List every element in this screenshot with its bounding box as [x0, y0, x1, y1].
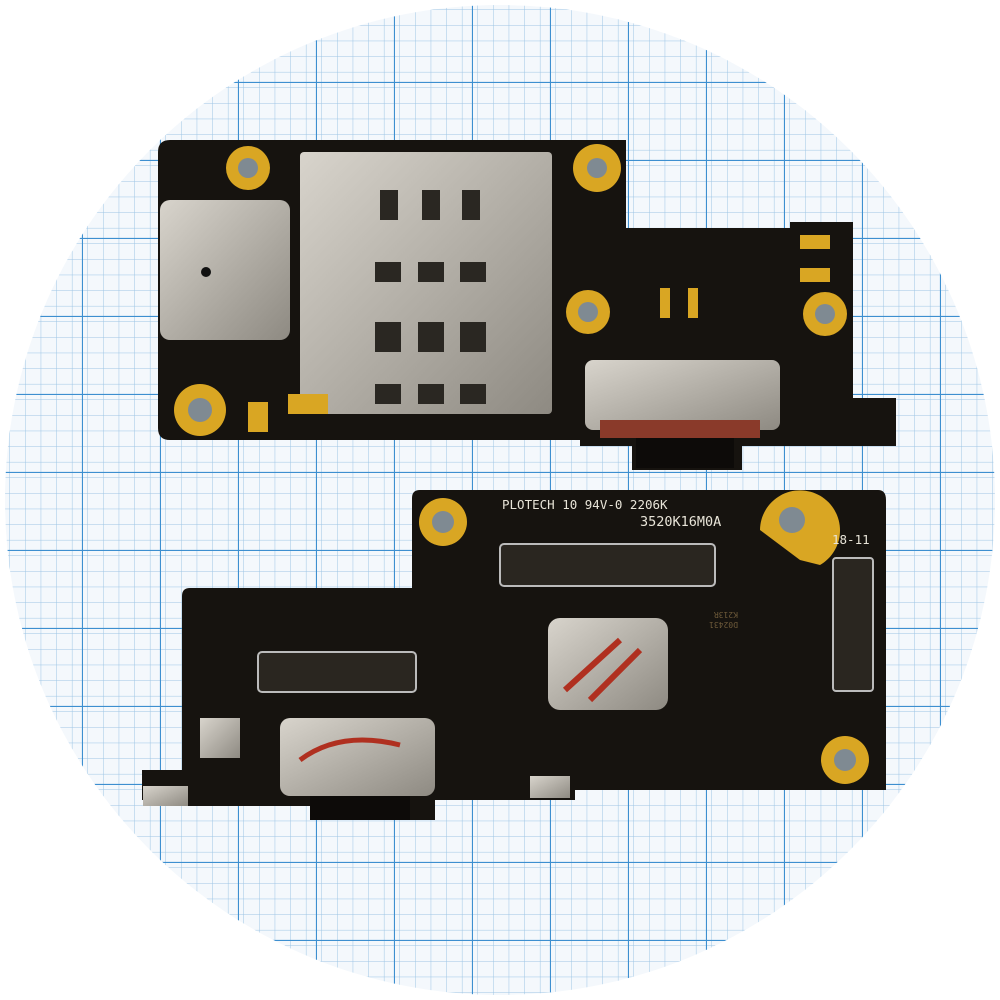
mirrored-code-1: K213R — [714, 610, 738, 619]
silkscreen-line-1: PLOTECH 10 94V-0 2206K — [502, 497, 668, 512]
silkscreen-part-number: 3520K16M0A — [640, 514, 721, 530]
mirrored-code-2: D02431 — [709, 620, 738, 629]
board-to-board-connector — [257, 651, 417, 693]
silkscreen-date-code: 18-11 — [832, 532, 870, 547]
usb-c-port — [280, 718, 435, 796]
microphone-shield — [548, 618, 668, 710]
microphone-shield — [160, 200, 290, 340]
sim-card-tray — [300, 152, 552, 414]
top-pcb-board — [158, 140, 896, 470]
bottom-pcb-board: PLOTECH 10 94V-0 2206K 3520K16M0A 18-11 … — [142, 490, 886, 820]
side-connector — [832, 557, 874, 692]
usb-c-port — [585, 360, 780, 430]
board-to-board-connector — [499, 543, 716, 587]
